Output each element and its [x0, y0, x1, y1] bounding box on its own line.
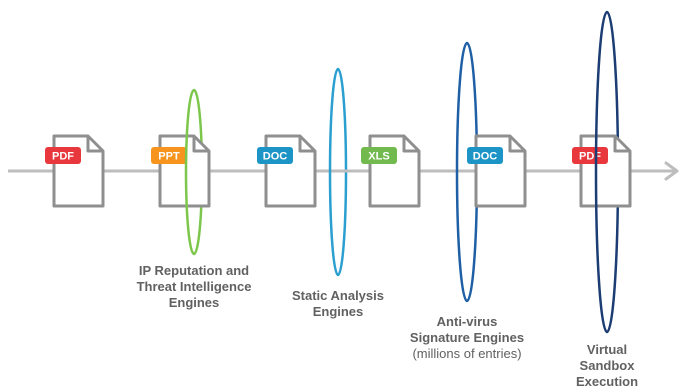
- label-line: Threat Intelligence: [136, 279, 252, 294]
- label-line: Sandbox: [579, 358, 635, 373]
- ip-reputation-ring-front: [184, 88, 195, 256]
- file-document-pdf: PDF: [572, 134, 632, 208]
- arrow-right-icon: [664, 161, 679, 181]
- file-document-doc: DOC: [257, 134, 317, 208]
- document-icon: [158, 134, 211, 208]
- document-icon: [368, 134, 421, 208]
- document-icon: [474, 134, 527, 208]
- file-type-badge: [572, 147, 608, 164]
- document-icon: [52, 134, 105, 208]
- label-line: Anti-virus: [436, 314, 498, 329]
- file-document-ppt: PPT: [151, 134, 211, 208]
- document-icon: [264, 134, 317, 208]
- label-line: Engines: [168, 295, 220, 310]
- file-document-xls: XLS: [361, 134, 421, 208]
- file-type-label: DOC: [473, 151, 498, 163]
- file-type-badge: [467, 147, 503, 164]
- file-type-badge: [151, 147, 187, 164]
- label-line: Signature Engines: [409, 330, 525, 345]
- label-line: Execution: [575, 374, 639, 389]
- document-fold: [508, 136, 525, 153]
- label-line: Static Analysis: [291, 288, 384, 303]
- document-fold: [298, 136, 315, 153]
- file-type-label: PDF: [52, 151, 74, 163]
- file-type-label: PDF: [579, 151, 601, 163]
- document-fold: [192, 136, 209, 153]
- document-icon: [579, 134, 632, 208]
- file-type-badge: [361, 147, 397, 164]
- file-type-label: PPT: [158, 151, 180, 163]
- file-document-doc: DOC: [467, 134, 527, 208]
- static-analysis-ring-front: [328, 67, 339, 277]
- file-type-badge: [45, 147, 81, 164]
- label-line: Engines: [312, 304, 364, 319]
- document-fold: [402, 136, 419, 153]
- file-document-pdf: PDF: [45, 134, 105, 208]
- label-line: IP Reputation and: [138, 263, 250, 278]
- document-fold: [613, 136, 630, 153]
- sandbox-ring-front: [594, 10, 608, 334]
- antivirus-ring-front: [455, 41, 468, 303]
- label-line: Virtual: [586, 342, 628, 357]
- label-note: (millions of entries): [412, 346, 522, 361]
- file-type-label: DOC: [263, 151, 288, 163]
- file-type-label: XLS: [368, 151, 389, 163]
- file-type-badge: [257, 147, 293, 164]
- document-fold: [86, 136, 103, 153]
